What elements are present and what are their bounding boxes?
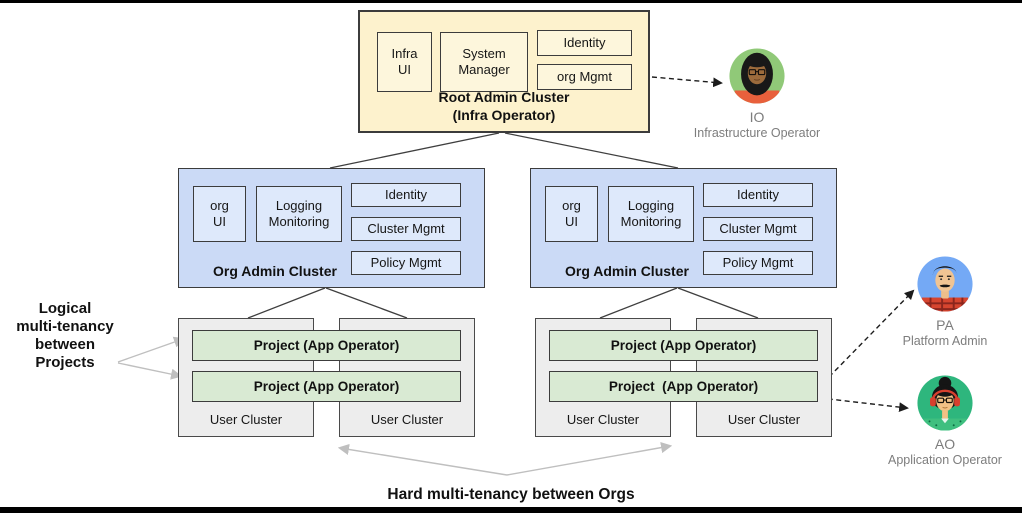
root-identity-label: Identity — [563, 34, 606, 50]
root-identity-box: Identity — [537, 30, 632, 56]
org-cluster-title: Org Admin Cluster — [565, 263, 689, 279]
pa-role: Platform Admin — [902, 334, 988, 349]
logging-monitoring-label: Logging Monitoring — [268, 197, 330, 229]
policy-mgmt-box: Policy Mgmt — [351, 251, 461, 275]
org-admin-cluster-left: org UI Logging Monitoring Identity Clust… — [178, 168, 485, 288]
hard-multitenancy-label: Hard multi-tenancy between Orgs — [387, 486, 635, 503]
pa-avatar-icon — [917, 256, 973, 312]
root-cluster-title: Root Admin Cluster (Infra Operator) — [438, 88, 570, 123]
org-ui-box: org UI — [193, 186, 246, 242]
ao-role: Application Operator — [888, 453, 1002, 468]
project-bar: Project (App Operator) — [549, 330, 818, 361]
infra-ui-box: Infra UI — [377, 32, 432, 92]
logging-monitoring-box: Logging Monitoring — [256, 186, 342, 242]
org-identity-box: Identity — [351, 183, 461, 207]
ao-avatar-icon — [917, 375, 973, 431]
user-cluster-label: User Cluster — [727, 412, 801, 427]
cluster-mgmt-box: Cluster Mgmt — [351, 217, 461, 241]
cluster-mgmt-box: Cluster Mgmt — [703, 217, 813, 241]
logging-monitoring-label: Logging Monitoring — [620, 197, 682, 229]
system-manager-label: System Manager — [458, 45, 510, 77]
right-org-to-uc3-line — [599, 287, 678, 319]
org-identity-box: Identity — [703, 183, 813, 207]
right-org-to-uc4-line — [677, 287, 759, 319]
org-admin-cluster-right: org UI Logging Monitoring Identity Clust… — [530, 168, 837, 288]
org-mgmt-label: org Mgmt — [557, 68, 612, 84]
project-bar: Project (App Operator) — [192, 330, 461, 361]
project-bar: Project (App Operator) — [549, 371, 818, 402]
persona-io: IO Infrastructure Operator — [682, 47, 832, 141]
root-to-left-org-line — [329, 132, 500, 169]
org-ui-box: org UI — [545, 186, 598, 242]
user-cluster-group-right: User Cluster User Cluster Project (App O… — [535, 318, 832, 437]
persona-ao: AO Application Operator — [870, 374, 1020, 468]
left-org-to-uc2-line — [325, 287, 408, 319]
root-to-right-org-line — [504, 132, 679, 169]
cluster-mgmt-label: Cluster Mgmt — [367, 220, 445, 236]
infra-ui-label: Infra UI — [391, 45, 418, 77]
persona-pa: PA Platform Admin — [870, 255, 1020, 349]
user-cluster-label: User Cluster — [566, 412, 640, 427]
org-ui-label: org UI — [210, 197, 229, 229]
org-cluster-title: Org Admin Cluster — [213, 263, 337, 279]
cluster-mgmt-label: Cluster Mgmt — [719, 220, 797, 236]
policy-mgmt-label: Policy Mgmt — [370, 254, 442, 270]
policy-mgmt-label: Policy Mgmt — [722, 254, 794, 270]
logical-multitenancy-label: Logical multi-tenancy between Projects — [16, 300, 114, 371]
io-role: Infrastructure Operator — [693, 126, 821, 141]
org-identity-label: Identity — [385, 186, 427, 202]
logging-monitoring-box: Logging Monitoring — [608, 186, 694, 242]
user-cluster-group-left: User Cluster User Cluster Project (App O… — [178, 318, 475, 437]
ao-abbr: AO — [934, 436, 956, 452]
io-avatar-icon — [729, 48, 785, 104]
org-mgmt-box: org Mgmt — [537, 64, 632, 90]
org-identity-label: Identity — [737, 186, 779, 202]
system-manager-box: System Manager — [440, 32, 528, 92]
io-abbr: IO — [749, 109, 765, 125]
top-border-bar — [0, 0, 1022, 3]
hard-tenancy-left-arrow — [337, 443, 508, 476]
hard-tenancy-right-arrow — [506, 442, 673, 476]
org-ui-label: org UI — [562, 197, 581, 229]
user-cluster-label: User Cluster — [370, 412, 444, 427]
root-admin-cluster: Infra UI System Manager Identity org Mgm… — [358, 10, 650, 133]
project-bar: Project (App Operator) — [192, 371, 461, 402]
user-cluster-label: User Cluster — [209, 412, 283, 427]
left-org-to-uc1-line — [247, 287, 326, 319]
bottom-border-bar — [0, 507, 1022, 513]
pa-abbr: PA — [936, 317, 954, 333]
policy-mgmt-box: Policy Mgmt — [703, 251, 813, 275]
